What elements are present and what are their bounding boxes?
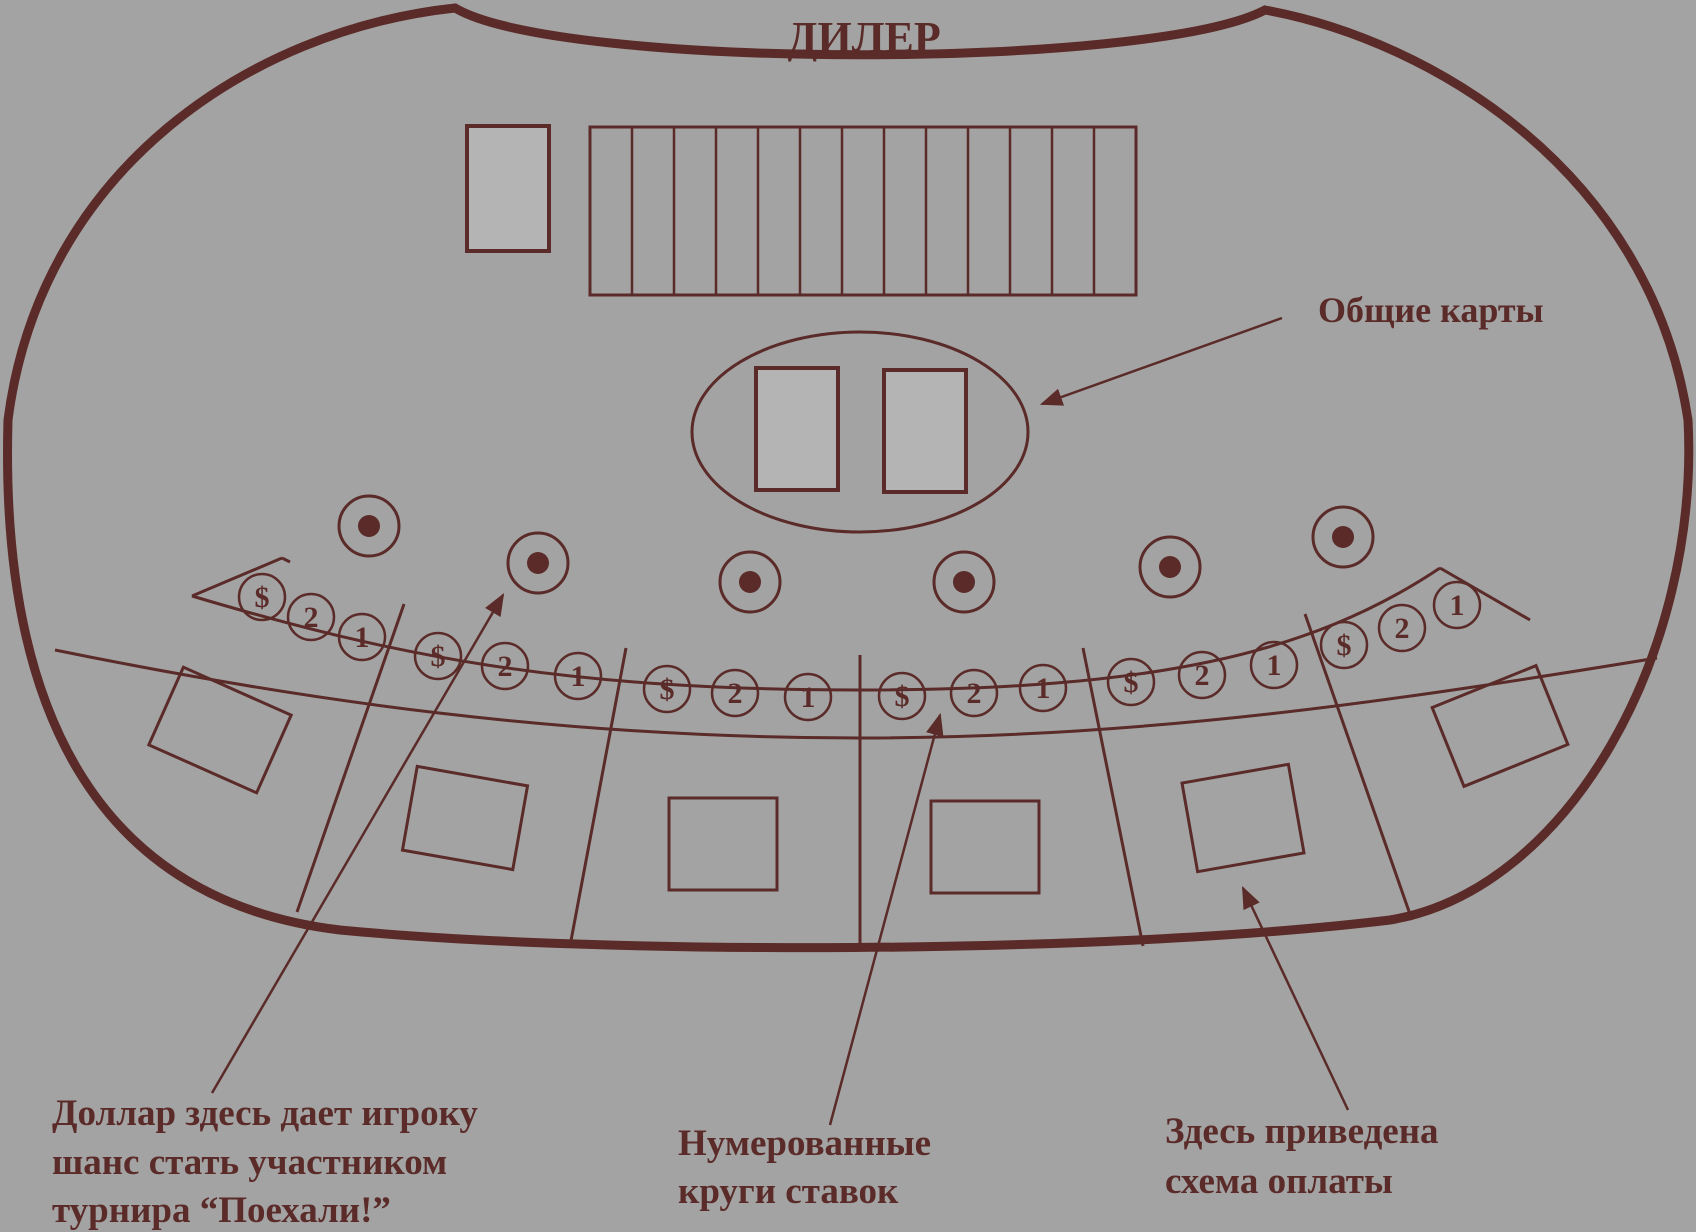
bet-circle-label: $: [255, 581, 270, 614]
bet-circle: [413, 631, 463, 681]
dealer-title: ДИЛЕР: [787, 13, 941, 62]
bet-circle: [642, 664, 692, 714]
seat-divider: [568, 647, 628, 947]
chip-rack-frame: [588, 125, 1138, 297]
dollar-note-line1: Доллар здесь дает игроку: [52, 1093, 478, 1134]
bet-circle-label: $: [431, 640, 446, 673]
payout-note-line2: схема оплаты: [1165, 1161, 1393, 1202]
player-segments: [54, 556, 1658, 950]
bet-circle-label: 2: [304, 601, 319, 634]
seat-divider: [1081, 647, 1145, 947]
tournament-marker-ring: [1311, 505, 1375, 569]
bet-circle-label: 2: [728, 677, 743, 710]
tournament-marker-ring: [506, 531, 570, 595]
bet-circles-note-line1: Нумерованные: [678, 1123, 931, 1164]
bet-circle-label: 1: [1267, 649, 1282, 682]
bet-circle: [237, 572, 287, 622]
bet-circle-label: 1: [571, 660, 586, 693]
betting-band-outer-arc: [54, 648, 1658, 740]
payout-box: [667, 796, 779, 892]
bet-circle-label: $: [1124, 666, 1139, 699]
community-cards-arrow: [1039, 316, 1283, 406]
bet-circle-label: 2: [967, 677, 982, 710]
bet-circle-label: $: [1337, 629, 1352, 662]
payout-box: [1180, 762, 1306, 874]
bet-circle: [949, 668, 999, 718]
payout-box: [146, 665, 294, 795]
bet-circle-label: $: [895, 680, 910, 713]
community-cards-oval: [690, 330, 1030, 534]
bet-circle: [286, 592, 336, 642]
tournament-marker-ring: [337, 494, 401, 558]
tournament-markers: [337, 494, 1375, 614]
bet-circle: [783, 672, 833, 722]
card-shoe: [465, 124, 551, 253]
bet-circle-label: 2: [1395, 612, 1410, 645]
betting-band-cap-left: [281, 556, 291, 564]
payout-note-line1: Здесь приведена: [1165, 1111, 1439, 1152]
seat-divider: [1303, 613, 1414, 921]
payout-box: [1430, 663, 1570, 789]
bet-circle: [1177, 650, 1227, 700]
table-outline: [3, 3, 1694, 953]
bet-circle: [710, 668, 760, 718]
bet-circle: [1018, 663, 1068, 713]
tournament-marker-dot: [953, 571, 975, 593]
tournament-marker-ring: [932, 550, 996, 614]
dollar-note-line3: турнира “Поехали!”: [52, 1190, 391, 1231]
bet-circle-label: $: [660, 673, 675, 706]
tournament-marker-dot: [527, 552, 549, 574]
bet-circle-label: 1: [355, 621, 370, 654]
payout-arrow: [1241, 885, 1350, 1111]
bet-circles-note-line2: круги ставок: [678, 1171, 899, 1212]
dollar-note-line2: шанс стать участником: [52, 1142, 447, 1183]
payout-box: [929, 799, 1041, 895]
bet-circle: [553, 651, 603, 701]
payout-boxes: [146, 663, 1570, 895]
bet-circle: [1319, 620, 1369, 670]
tournament-marker-ring: [1138, 535, 1202, 599]
bet-circle: [1377, 603, 1427, 653]
community-card-right: [882, 368, 968, 494]
community-card-left: [754, 366, 840, 492]
bet-circle-label: 2: [1195, 659, 1210, 692]
seat-divider: [295, 603, 406, 913]
tournament-marker-ring: [718, 550, 782, 614]
betting-band-cap-right: [1439, 566, 1531, 622]
dollar-arrow: [210, 593, 505, 1094]
betting-band-cap-left: [191, 556, 283, 598]
tournament-marker-dot: [358, 515, 380, 537]
tournament-marker-dot: [1332, 526, 1354, 548]
bet-circle: [480, 641, 530, 691]
bet-circles: $2 1 $2 1 $2 1 $2 1 $2 1 $2 1: [237, 572, 1482, 722]
community-cards-label: Общие карты: [1318, 290, 1544, 330]
bet-circle-label: 1: [801, 681, 816, 714]
payout-box: [400, 764, 530, 872]
bet-circles-arrow: [828, 712, 944, 1126]
tournament-marker-dot: [1159, 556, 1181, 578]
bet-circle-label: 1: [1450, 589, 1465, 622]
bet-circle: [1106, 657, 1156, 707]
tournament-marker-dot: [739, 571, 761, 593]
bet-circle-label: 2: [498, 650, 513, 683]
bet-circle: [337, 612, 387, 662]
bet-circle: [1249, 640, 1299, 690]
bet-circle-label: 1: [1036, 672, 1051, 705]
chip-rack: [588, 125, 1138, 297]
bet-circle: [1432, 580, 1482, 630]
bet-circle: [877, 671, 927, 721]
